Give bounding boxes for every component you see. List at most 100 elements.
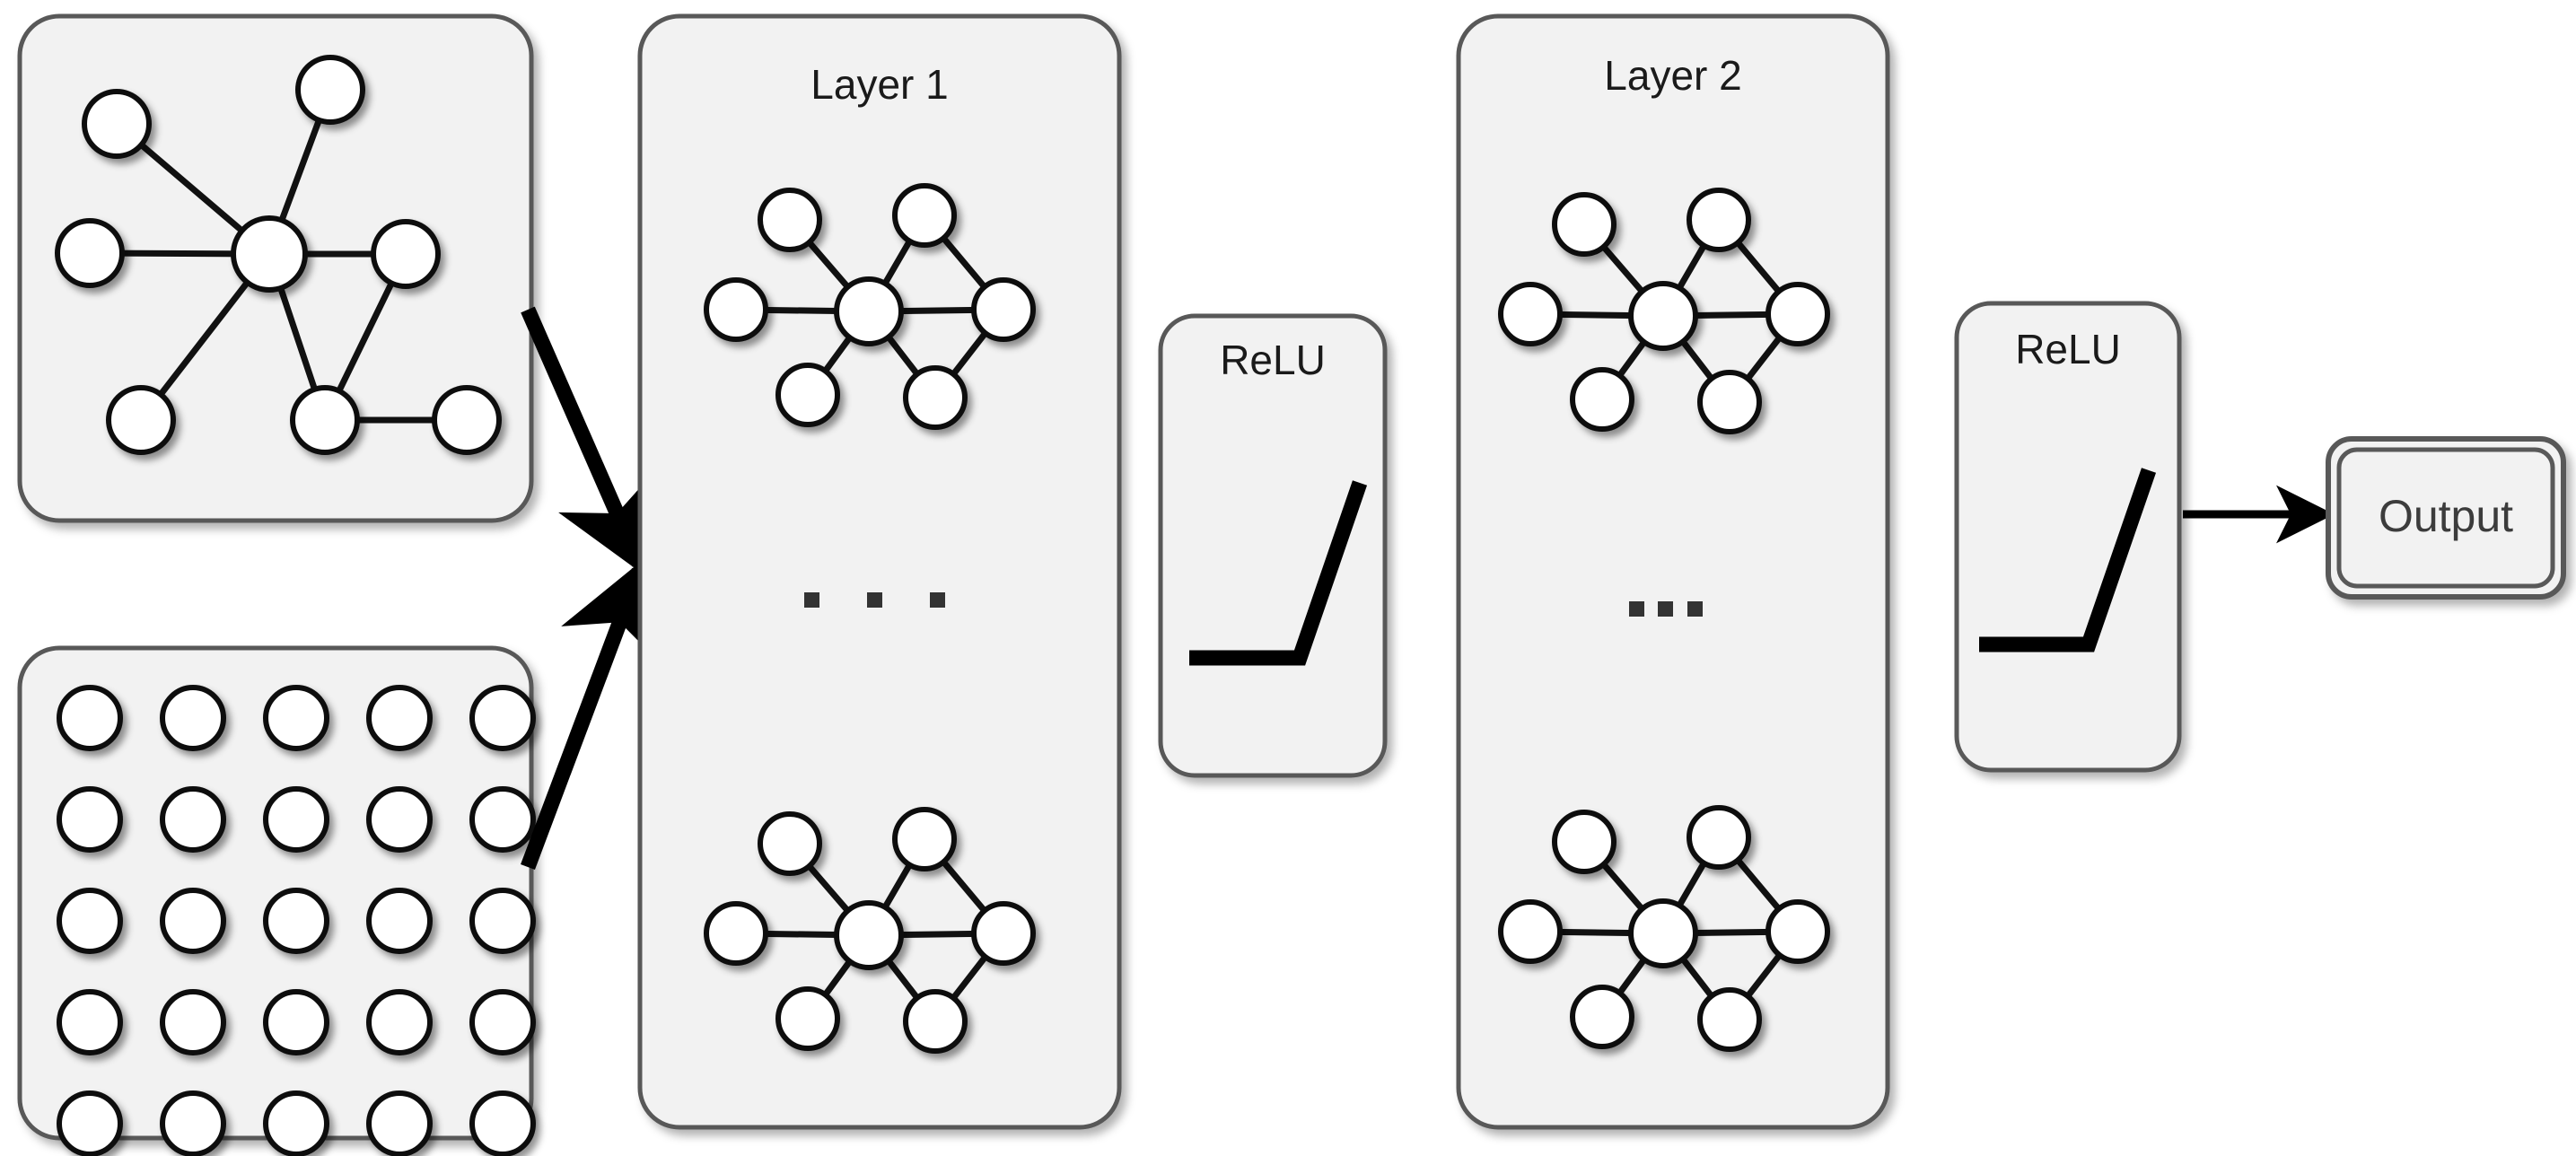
arrow-grid-to-layer1 (521, 559, 662, 870)
input-graph-nodes (55, 55, 502, 455)
graph-nodes (704, 807, 1036, 1054)
graph-node[interactable] (775, 363, 840, 427)
grid-node[interactable] (160, 685, 226, 751)
grid-node[interactable] (263, 1090, 329, 1156)
graph-node[interactable] (1570, 367, 1634, 432)
graph-node[interactable] (892, 183, 957, 248)
graph-node[interactable] (82, 89, 152, 159)
grid-node[interactable] (366, 1090, 433, 1156)
grid-node[interactable] (366, 888, 433, 954)
layer-1-graph-bottom (704, 807, 1036, 1054)
graph-node[interactable] (1552, 810, 1617, 874)
graph-node[interactable] (1687, 188, 1751, 252)
ellipsis-dot (867, 592, 882, 608)
graph-node[interactable] (1697, 987, 1762, 1052)
grid-node[interactable] (263, 685, 329, 751)
graph-node[interactable] (1697, 370, 1762, 434)
graph-node[interactable] (758, 188, 822, 252)
graph-node[interactable] (1552, 192, 1617, 257)
grid-node[interactable] (57, 1090, 123, 1156)
relu-1-box-bg (1158, 313, 1388, 778)
grid-node[interactable] (57, 786, 123, 853)
graph-node[interactable] (704, 901, 768, 966)
relu-2-curve-icon (1979, 468, 2157, 652)
input-to-layer1-arrows (521, 306, 662, 870)
graph-node[interactable] (903, 989, 968, 1054)
layer-1-graph-top (704, 183, 1036, 430)
grid-node[interactable] (469, 685, 536, 751)
graph-node[interactable] (1628, 281, 1698, 351)
graph-node[interactable] (295, 55, 365, 125)
grid-node[interactable] (160, 888, 226, 954)
input-grid-nodes (57, 685, 536, 1156)
grid-node[interactable] (57, 989, 123, 1055)
grid-node[interactable] (263, 786, 329, 853)
graph-node[interactable] (775, 986, 840, 1051)
ellipsis-dot (1687, 601, 1703, 617)
graph-node[interactable] (704, 277, 768, 342)
input-grid-panel[interactable] (17, 645, 536, 1156)
grid-node[interactable] (366, 989, 433, 1055)
grid-node[interactable] (469, 888, 536, 954)
graph-node[interactable] (971, 901, 1036, 966)
graph-node[interactable] (1498, 899, 1563, 964)
grid-node[interactable] (160, 786, 226, 853)
graph-node[interactable] (834, 276, 904, 346)
grid-node[interactable] (469, 989, 536, 1055)
grid-node[interactable] (57, 685, 123, 751)
grid-node[interactable] (263, 888, 329, 954)
graph-node[interactable] (1766, 899, 1830, 964)
graph-node[interactable] (892, 807, 957, 871)
arrow-graph-to-layer1 (521, 306, 657, 575)
relu-2-box-bg (1954, 301, 2182, 773)
grid-node[interactable] (469, 1090, 536, 1156)
layer-1-ellipsis (804, 592, 945, 608)
grid-node[interactable] (366, 685, 433, 751)
graph-nodes (1498, 188, 1830, 434)
layer-1-panel[interactable]: Layer 1 (637, 13, 1122, 1130)
grid-node[interactable] (160, 989, 226, 1055)
grid-node[interactable] (469, 786, 536, 853)
relu-2-label: ReLU (2015, 326, 2121, 372)
graph-node[interactable] (55, 218, 125, 288)
graph-node[interactable] (834, 900, 904, 970)
graph-nodes (1498, 805, 1830, 1052)
layer-2-title: Layer 2 (1604, 52, 1741, 99)
graph-node[interactable] (1570, 985, 1634, 1049)
grid-node[interactable] (160, 1090, 226, 1156)
graph-node[interactable] (1687, 805, 1751, 870)
layer-2-graph-top (1498, 188, 1830, 434)
layer-1-title: Layer 1 (810, 61, 948, 108)
input-graph-panel[interactable] (17, 13, 534, 523)
ellipsis-dot (804, 592, 819, 608)
relu-1-curve-icon (1189, 480, 1368, 666)
graph-node[interactable] (371, 219, 441, 289)
graph-node[interactable] (903, 365, 968, 430)
graph-node[interactable] (106, 385, 176, 455)
graph-node[interactable] (758, 811, 822, 876)
graph-node[interactable] (290, 385, 360, 455)
ellipsis-dot (1629, 601, 1644, 617)
grid-node[interactable] (366, 786, 433, 853)
graph-node[interactable] (1628, 898, 1698, 968)
layer-2-panel[interactable]: Layer 2 (1456, 13, 1890, 1130)
graph-node[interactable] (971, 277, 1036, 342)
grid-node[interactable] (263, 989, 329, 1055)
relu-1-label: ReLU (1220, 337, 1326, 383)
graph-node-center[interactable] (231, 215, 308, 293)
graph-node[interactable] (1498, 282, 1563, 346)
grid-node[interactable] (57, 888, 123, 954)
relu-1-box[interactable]: ReLU (1158, 313, 1388, 778)
layer-2-graph-bottom (1498, 805, 1830, 1052)
ellipsis-dot (930, 592, 945, 608)
graph-node[interactable] (432, 385, 502, 455)
graph-nodes (704, 183, 1036, 430)
graph-node[interactable] (1766, 282, 1830, 346)
layer-2-ellipsis (1629, 601, 1703, 617)
output-box-inner-border (2336, 447, 2555, 589)
ellipsis-dot (1658, 601, 1673, 617)
relu-2-box[interactable]: ReLU (1954, 301, 2182, 773)
output-box[interactable]: Output (2326, 436, 2566, 600)
